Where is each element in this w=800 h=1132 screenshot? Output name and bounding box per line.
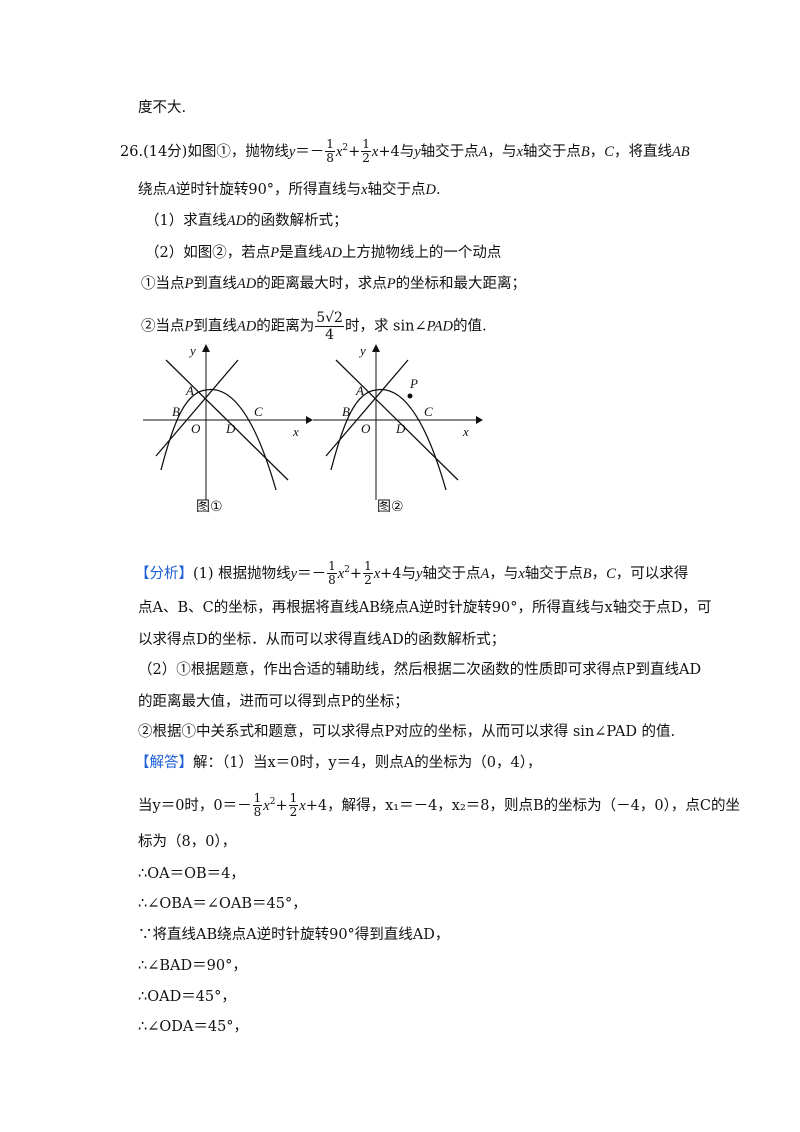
fig1-label-D: D (225, 421, 236, 436)
analysis-line-6: ②根据①中关系式和题意，可以求得点P对应的坐标，从而可以求得 sin∠PAD 的… (138, 724, 676, 740)
analysis-line-3: 以求得点D的坐标．从而可以求得直线AD的函数解析式； (138, 632, 506, 648)
figure-2: y x A B C O D P (313, 343, 483, 500)
fig1-label-y: y (188, 343, 196, 358)
solution-line-6: ∵将直线AB绕点A逆时针旋转90°得到直线AD， (138, 927, 450, 943)
analysis-tag: 【分析】 (135, 565, 193, 582)
figure-1-caption: 图① (196, 499, 223, 515)
solution-line-7: ∴∠BAD＝90°， (138, 958, 247, 974)
solution-line-1: 【解答】解：（1）当x＝0时，y＝4，则点A的坐标为（0，4）， (135, 755, 542, 771)
solution-line-8: ∴OAD＝45°， (138, 989, 236, 1005)
fig2-label-O: O (361, 421, 371, 436)
fig2-label-C: C (424, 404, 433, 419)
fig2-label-y: y (358, 343, 366, 358)
figure-2-caption: 图② (377, 499, 404, 515)
fig1-label-x: x (292, 424, 299, 439)
problem-line-2: 绕点A逆时针旋转90°，所得直线与x轴交于点D. (138, 182, 441, 198)
fig2-label-D: D (395, 421, 406, 436)
fig1-label-O: O (191, 421, 201, 436)
question-1: （1）求直线AD的函数解析式； (145, 213, 348, 229)
fig1-label-C: C (254, 404, 263, 419)
solution-line-3: 标为（8，0）， (138, 834, 237, 850)
fig1-label-A: A (185, 383, 194, 398)
analysis-line-2: 点A、B、C的坐标，再根据将直线AB绕点A逆时针旋转90°，所得直线与x轴交于点… (138, 600, 712, 616)
question-2: （2）如图②，若点P是直线AD上方抛物线上的一个动点 (145, 245, 502, 261)
solution-line-4: ∴OA＝OB＝4， (138, 866, 245, 882)
solution-tag: 【解答】 (135, 755, 193, 771)
solution-line-9: ∴∠ODA＝45°， (138, 1019, 249, 1035)
analysis-line-5: 的距离最大值，进而可以得到点P的坐标； (138, 694, 409, 710)
question-2-1: ①当点P到直线AD的距离最大时，求点P的坐标和最大距离； (141, 276, 527, 292)
fig2-label-P: P (409, 376, 418, 391)
figure-1: y x A B C O D (143, 343, 313, 500)
fig1-label-B: B (172, 404, 180, 419)
solution-line-5: ∴∠OBA＝∠OAB＝45°， (138, 896, 307, 912)
fig2-label-B: B (342, 404, 350, 419)
fig2-point-P (407, 393, 413, 399)
analysis-line-4: （2）①根据题意，作出合适的辅助线，然后根据二次函数的性质即可求得点P到直线AD (138, 662, 702, 678)
fig2-label-A: A (355, 383, 364, 398)
header-line: 度不大. (138, 100, 187, 116)
fig2-label-x: x (462, 424, 469, 439)
